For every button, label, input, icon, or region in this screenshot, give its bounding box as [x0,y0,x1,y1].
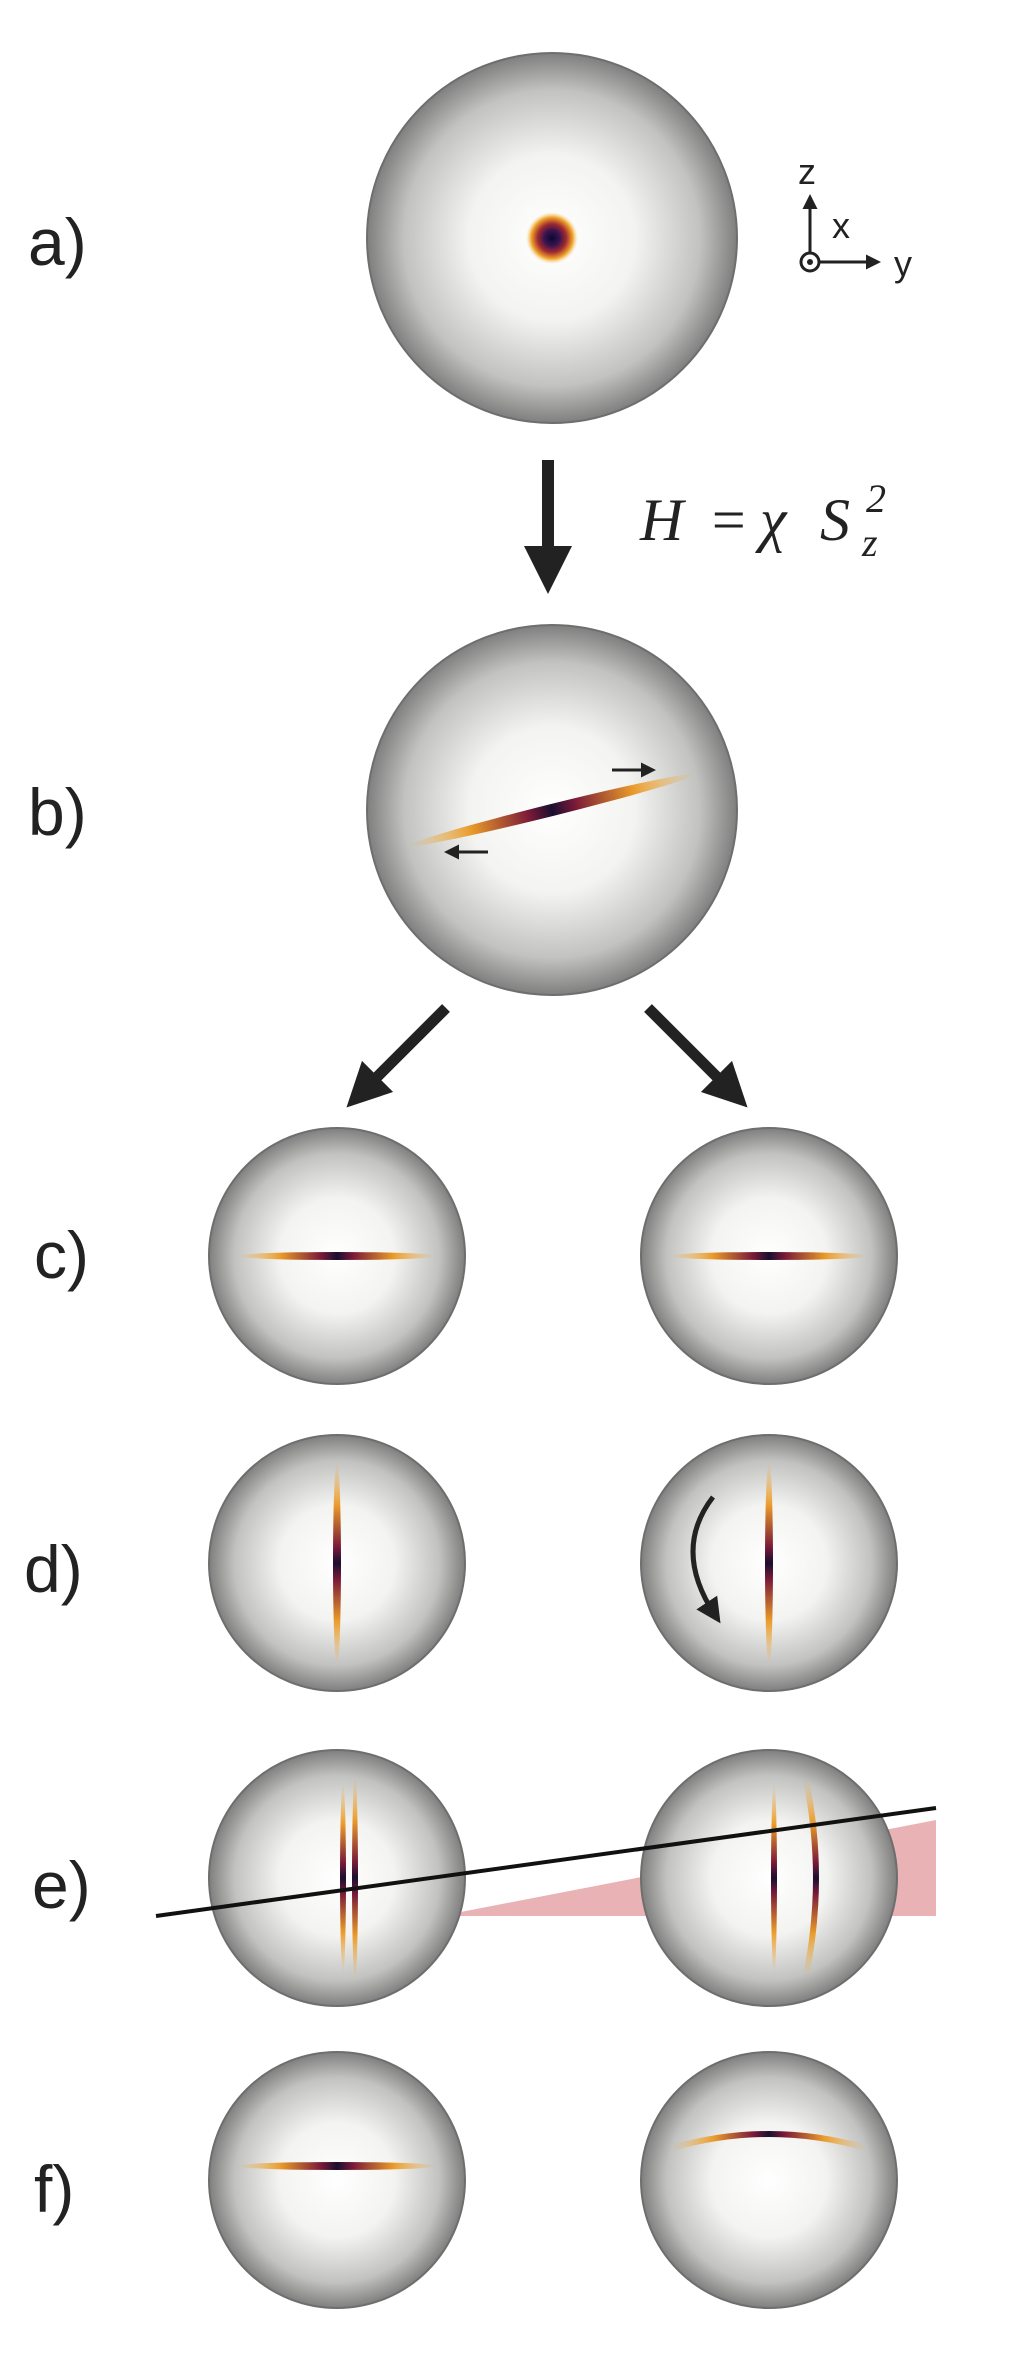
panel-label-a: a) [28,205,87,279]
bloch-sphere-f-left [208,2051,466,2309]
panel-f [208,2051,898,2309]
squeezed-state-b [408,773,696,847]
tilt-line [155,1806,937,1918]
squeezed-state-e-right-1 [771,1783,777,1973]
squeezed-state-e-left-2 [352,1776,358,1980]
bloch-sphere-e-left [208,1749,466,2007]
hamiltonian-subscript: z [861,520,878,565]
panel-label-e: e) [32,1848,91,1922]
hamiltonian-equals: = [708,487,749,553]
squeezed-state-d-left [333,1461,341,1665]
squeezed-state-f-right [671,2131,867,2151]
y-axis-label: y [894,243,912,284]
squeezed-state-d-right [765,1461,773,1665]
panel-c [208,1127,898,1385]
panel-label-d: d) [24,1532,83,1606]
panel-b [366,624,738,996]
hamiltonian-power: 2 [866,476,886,521]
squeezed-state-c-right [669,1252,869,1260]
panel-label-b: b) [28,775,87,849]
squeezed-state-e-left-1 [340,1783,346,1973]
branch-arrow-left [346,1004,450,1108]
hamiltonian-equation: H = χ S 2 z [639,476,886,565]
coordinate-axes: z x y [798,151,912,284]
panel-label-c: c) [34,1218,89,1292]
bloch-sphere-e-right [640,1749,898,2007]
x-axis-dot-icon [807,259,813,265]
hamiltonian-s: S [820,487,850,553]
coherent-state-dot [526,212,578,264]
squeezed-state-f-left [237,2162,437,2170]
hamiltonian-chi: χ [755,487,788,553]
panel-label-f: f) [34,2152,74,2226]
rotation-arrow [690,1495,721,1624]
bloch-sphere-f-right [640,2051,898,2309]
squeezed-state-c-left [237,1252,437,1260]
hamiltonian-h: H [639,487,687,553]
branch-arrow-right [644,1004,748,1108]
x-axis-label: x [832,205,850,246]
panel-a [366,52,738,424]
z-axis-label: z [798,151,816,192]
squeezed-state-e-right-2 [803,1779,819,1977]
panel-d [208,1434,898,1692]
panel-e [155,1749,937,2007]
